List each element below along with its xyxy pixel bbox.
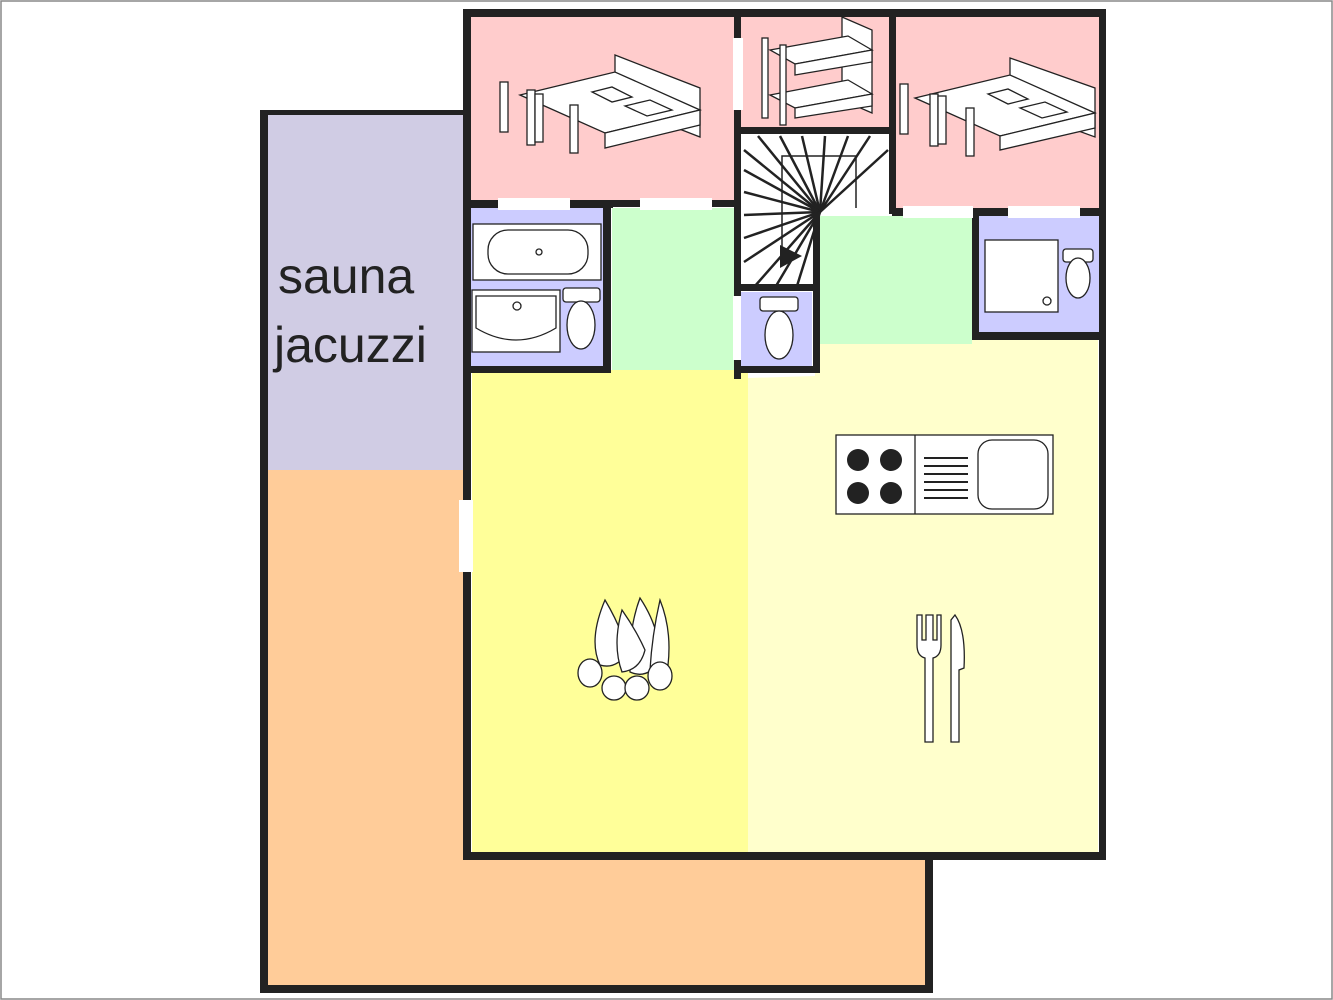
sink-icon [471,289,561,353]
sauna-jacuzzi-room [268,115,466,470]
sauna-label: sauna [278,248,414,304]
toilet-icon-2 [1062,248,1094,299]
bunk-bed-icon [761,16,874,126]
cutlery-icon [916,613,965,743]
hallway-2 [820,216,972,344]
spiral-staircase-icon [743,135,889,287]
fireplace-icon [577,596,673,701]
doors [459,38,1080,572]
toilet-icon-wc [759,296,799,360]
double-bed-icon-2 [899,57,1098,157]
toilet-icon [562,287,601,350]
jacuzzi-label: jacuzzi [272,317,427,373]
bathtub-icon [472,223,602,281]
kitchen-counter-icon [835,434,1054,515]
kitchen [748,340,1098,852]
double-bed-icon [499,54,703,154]
hallway-1 [612,208,737,378]
shower-icon [984,239,1059,313]
walls [260,9,1106,993]
